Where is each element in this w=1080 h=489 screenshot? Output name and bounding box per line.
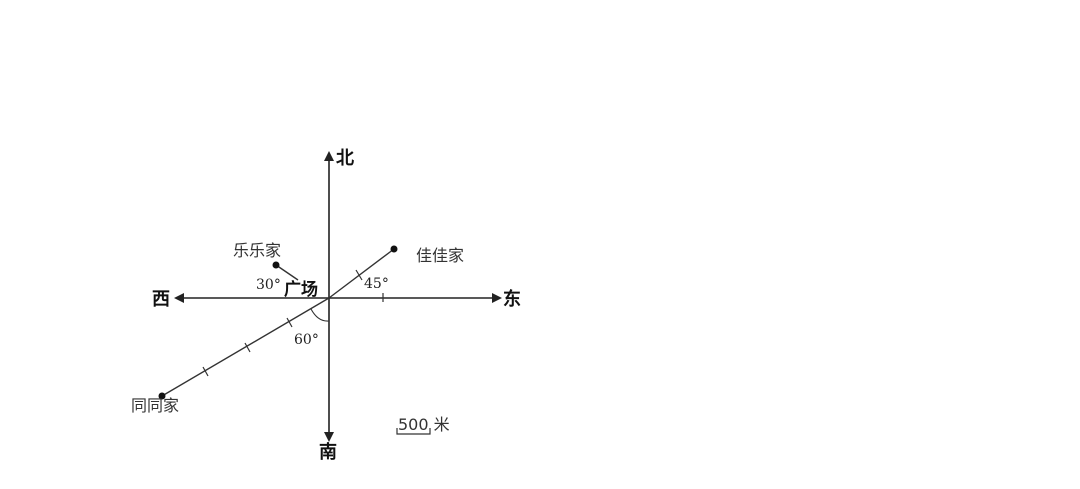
jiajia-ray	[328, 248, 395, 299]
tongtong-angle-arc	[310, 308, 330, 322]
jiajia-label: 佳佳家	[416, 246, 464, 265]
tongtong-point	[158, 392, 166, 400]
center-plaza-label: 广场	[284, 279, 318, 300]
west-label: 西	[152, 289, 170, 310]
north-label: 北	[336, 148, 354, 169]
tongtong-label: 同同家	[131, 396, 179, 415]
tongtong-angle-label: 60°	[294, 332, 319, 348]
lele-angle-label: 30°	[256, 277, 281, 293]
jiajia-point	[390, 245, 398, 253]
tongtong-tick-3	[202, 366, 209, 377]
east-label: 东	[503, 288, 521, 310]
jiajia-tick	[355, 269, 363, 281]
scale-label: 500 米	[398, 415, 450, 434]
tongtong-tick-2	[244, 342, 251, 353]
tongtong-ray	[161, 297, 330, 397]
lele-point	[272, 261, 280, 269]
tongtong-tick-1	[286, 317, 293, 328]
south-label: 南	[319, 441, 337, 463]
lele-ray	[275, 264, 299, 281]
lele-label: 乐乐家	[233, 241, 281, 260]
jiajia-angle-label: 45°	[364, 276, 389, 292]
scale-bar	[396, 428, 431, 435]
